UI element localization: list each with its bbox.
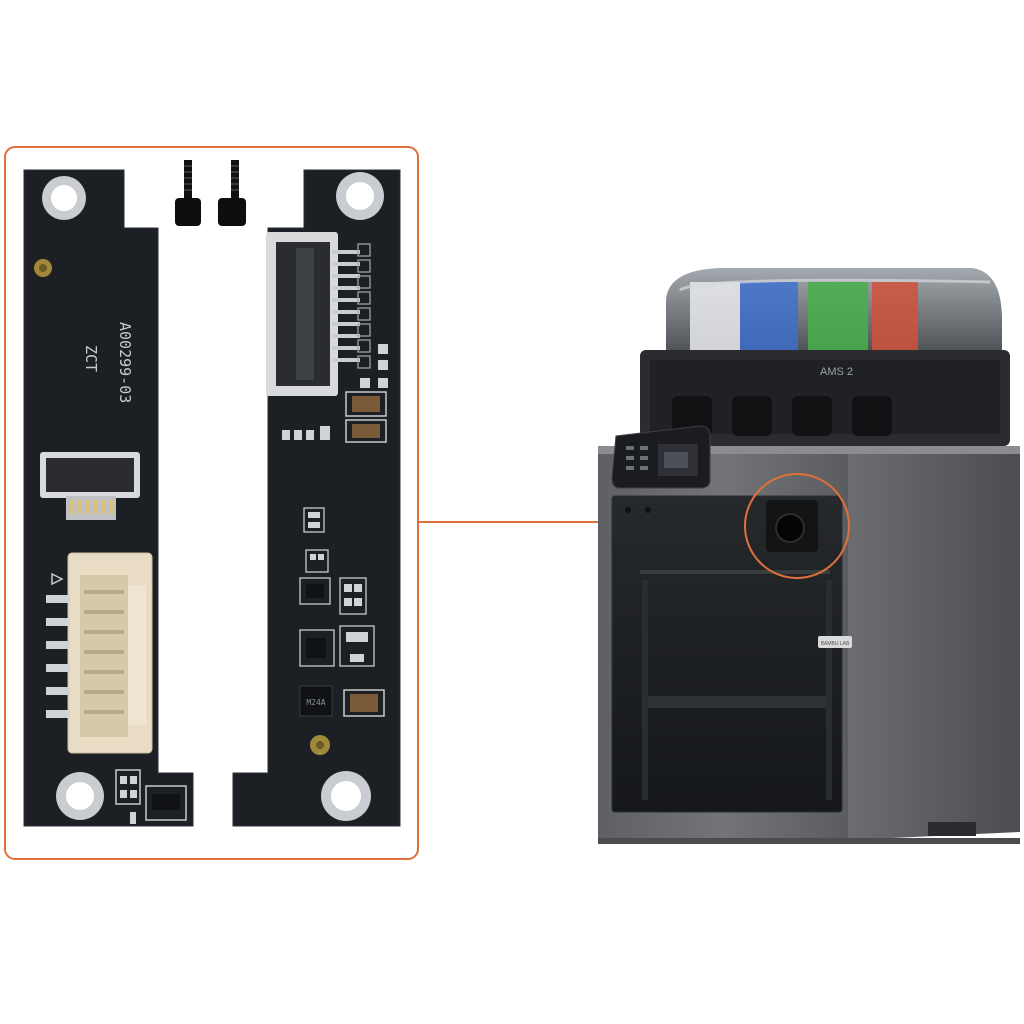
- printer-touchscreen: [611, 425, 711, 489]
- printer-door: [611, 495, 843, 813]
- screw-icon: [218, 160, 246, 226]
- callout-highlight-circle: [744, 473, 850, 579]
- screw-icon: [175, 160, 201, 226]
- printer-with-ams: AMS 2 BAMBU LAB: [598, 268, 1020, 844]
- ic-chip: M24A: [299, 685, 333, 717]
- pcb-board-right: M24A: [232, 169, 401, 827]
- fpc-connector-small: [40, 452, 140, 520]
- camera-icon: [775, 513, 805, 543]
- pcb-board-left: A00299-03 ZCT: [23, 169, 194, 827]
- brand-plate: BAMBU LAB: [821, 641, 850, 647]
- ic-marking: M24A: [306, 698, 325, 707]
- board-maker-code: ZCT: [82, 345, 100, 372]
- jst-connector: [46, 552, 153, 754]
- ams-label: AMS 2: [820, 366, 853, 378]
- fpc-connector-large: [266, 232, 360, 396]
- board-part-number: A00299-03: [116, 322, 134, 403]
